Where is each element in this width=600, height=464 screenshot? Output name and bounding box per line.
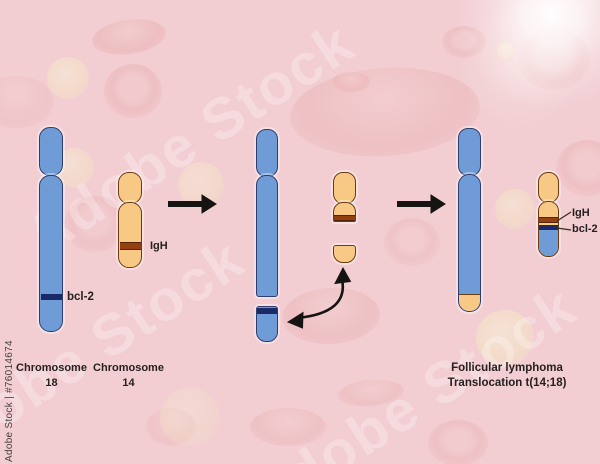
- red-blood-cell: [428, 420, 488, 464]
- broken-14-p-arm: [333, 172, 356, 204]
- red-blood-cell: [64, 196, 126, 252]
- red-blood-cell: [287, 61, 483, 163]
- der18-q-arm: [458, 174, 481, 312]
- exchange-arrow: [286, 266, 352, 329]
- bubble: [160, 388, 220, 446]
- bcl2-band-label: bcl-2: [67, 291, 94, 303]
- stock-watermark: Adobe Stock: [14, 9, 366, 270]
- broken-18-p-arm: [256, 129, 278, 177]
- igh-band: [334, 215, 355, 221]
- bubble: [476, 310, 534, 366]
- stock-id-watermark: Adobe Stock | #76014674: [4, 340, 15, 462]
- bubble: [497, 42, 514, 59]
- red-blood-cell: [384, 218, 440, 266]
- red-blood-cell: [518, 28, 590, 90]
- red-blood-cell: [104, 64, 162, 118]
- der14-orange-segment: [539, 202, 558, 217]
- red-blood-cell: [89, 15, 169, 59]
- band-pointer-lines: [556, 211, 572, 231]
- chromosome-18-q-arm: [39, 175, 63, 332]
- der18-orange-tip: [459, 294, 480, 311]
- der18-p-arm: [458, 128, 481, 176]
- result-caption: Follicular lymphoma Translocation t(14;1…: [447, 362, 567, 389]
- red-blood-cell: [250, 408, 326, 446]
- broken-18-fragment: [256, 306, 278, 342]
- der14-bcl2-label: bcl-2: [572, 223, 598, 235]
- der14-body: [538, 201, 559, 257]
- bubble: [495, 189, 535, 229]
- chromosome-18-p-arm: [39, 127, 63, 176]
- broken-14-fragment: [333, 245, 356, 263]
- bubble: [178, 162, 224, 208]
- bcl2-band: [40, 294, 62, 300]
- broken-14-q-stub: [333, 202, 356, 222]
- igh-band: [119, 242, 141, 250]
- broken-18-q-arm: [256, 175, 278, 297]
- red-blood-cell: [556, 140, 600, 196]
- red-blood-cell: [146, 408, 196, 446]
- der14-p-arm: [538, 172, 559, 203]
- der14-blue-segment: [539, 229, 558, 256]
- chromosome-18-caption: Chromosome 18: [16, 362, 87, 389]
- bubble: [47, 57, 89, 99]
- der14-igh-label: IgH: [572, 207, 590, 219]
- chromosome-14-caption: Chromosome 14: [93, 362, 164, 389]
- chromosome-14-q-arm: [118, 202, 142, 268]
- step-arrow-1: [168, 194, 217, 214]
- igh-band-label: IgH: [150, 240, 168, 252]
- red-blood-cell: [280, 285, 382, 347]
- red-blood-cell: [336, 377, 406, 409]
- red-blood-cell: [442, 26, 486, 58]
- red-blood-cell: [0, 76, 54, 128]
- step-arrow-2: [397, 194, 446, 214]
- red-blood-cell: [332, 72, 370, 92]
- chromosome-14-p-arm: [118, 172, 142, 204]
- bcl2-band: [257, 308, 277, 314]
